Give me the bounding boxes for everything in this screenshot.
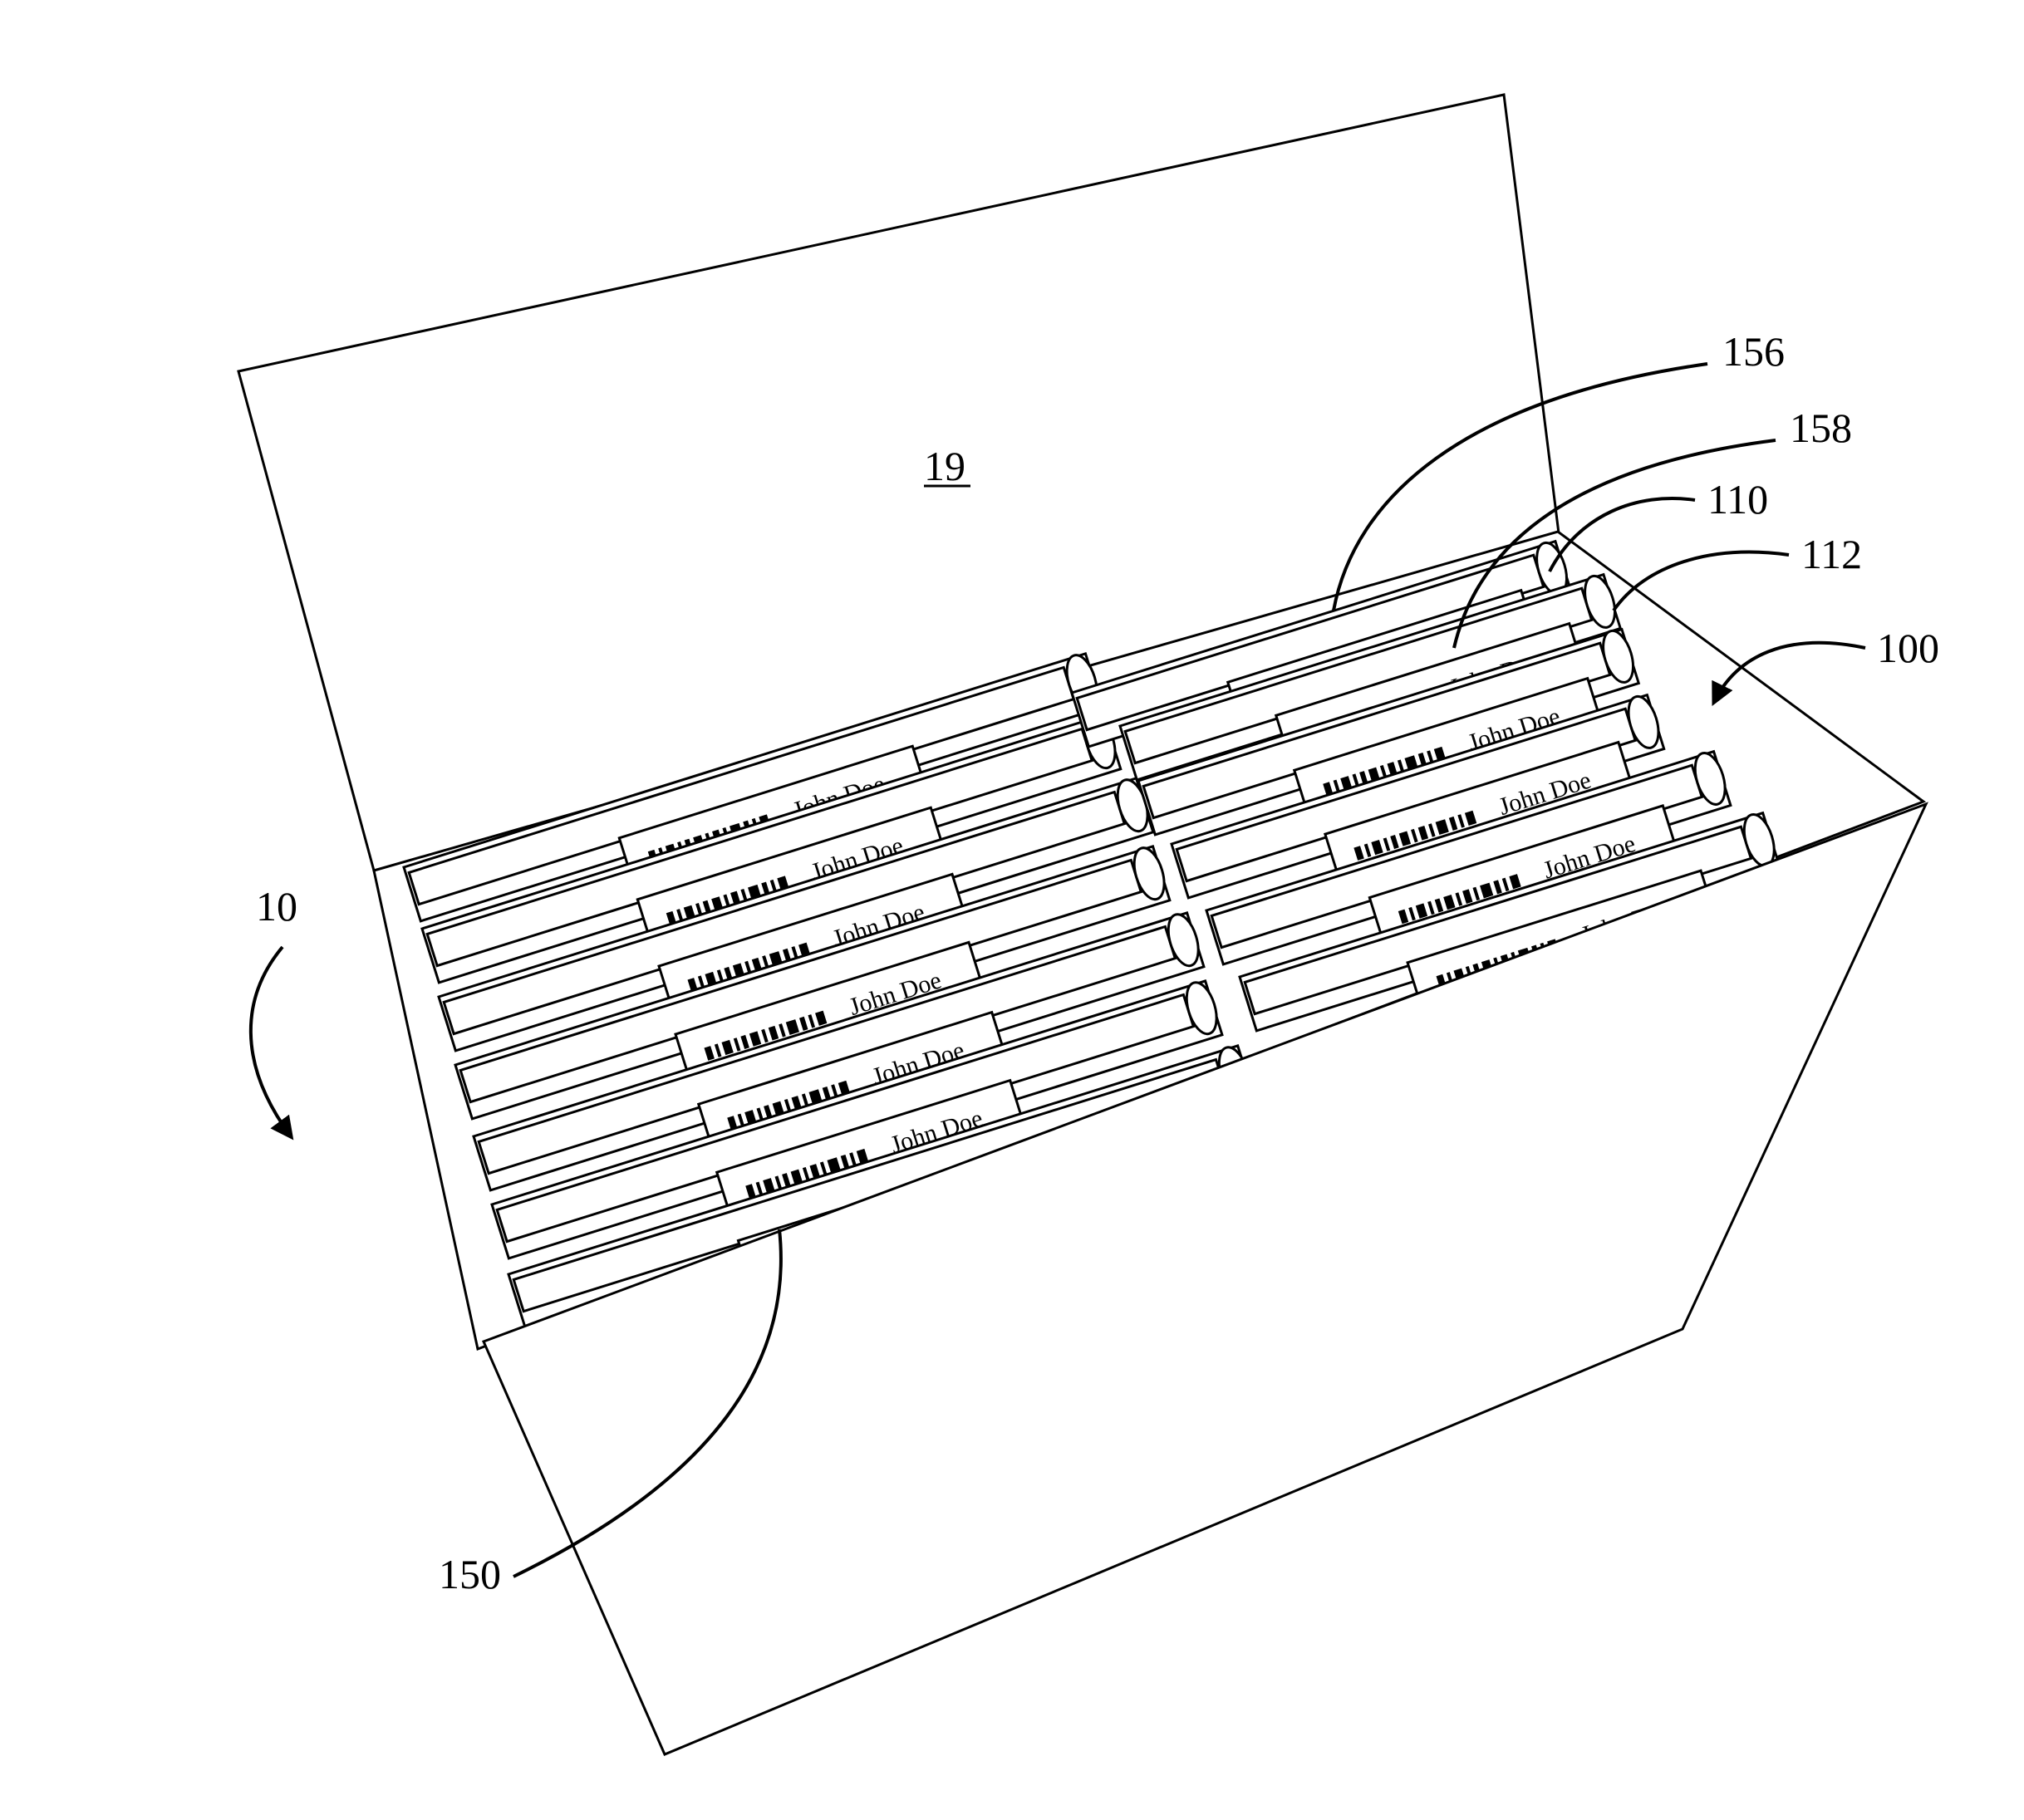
ref-112-numeral: 112 <box>1801 531 1862 577</box>
box-curved-arrow <box>251 947 291 1136</box>
ref-156-numeral: 156 <box>1722 328 1785 375</box>
lid-reference-numeral: 19 <box>924 443 965 489</box>
ref-150-numeral: 150 <box>439 1551 501 1597</box>
ref-158-numeral: 158 <box>1790 405 1852 451</box>
ref-110-numeral: 110 <box>1707 476 1768 522</box>
box-reference-numeral: 10 <box>256 883 297 930</box>
ref-100-numeral: 100 <box>1877 625 1939 671</box>
